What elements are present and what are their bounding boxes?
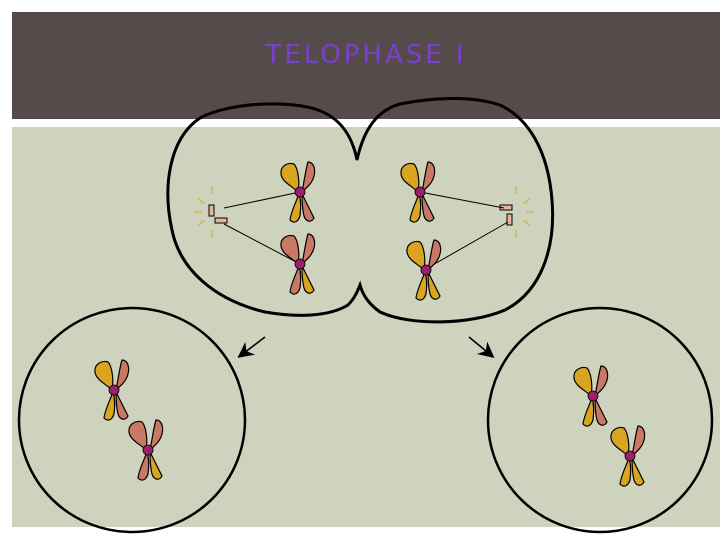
chromosome-icon: [610, 425, 646, 487]
chromosome-icon: [400, 161, 436, 223]
chromosome-icon: [280, 233, 316, 295]
spindle-fiber: [223, 223, 301, 265]
chromosome-icon: [94, 359, 130, 421]
slide-title: TELOPHASE I: [265, 40, 467, 70]
slide-header: TELOPHASE I: [12, 12, 720, 119]
diagram-panel: [12, 127, 720, 527]
chromosome-icon: [406, 239, 442, 301]
centriole-icon: [499, 185, 535, 239]
arrow-icon: [237, 336, 266, 358]
daughter-cell-left: [17, 306, 247, 534]
dividing-cell-membrane: [166, 96, 555, 324]
centriole-icon: [193, 185, 228, 239]
arrow-icon: [468, 336, 495, 359]
chromosome-icon: [128, 419, 164, 481]
spindle-fiber: [419, 191, 505, 209]
spindle-fiber: [223, 191, 301, 209]
spindle-fiber: [423, 221, 509, 271]
daughter-cell-right: [486, 306, 714, 534]
chromosome-icon: [280, 161, 316, 223]
chromosome-icon: [573, 365, 609, 427]
